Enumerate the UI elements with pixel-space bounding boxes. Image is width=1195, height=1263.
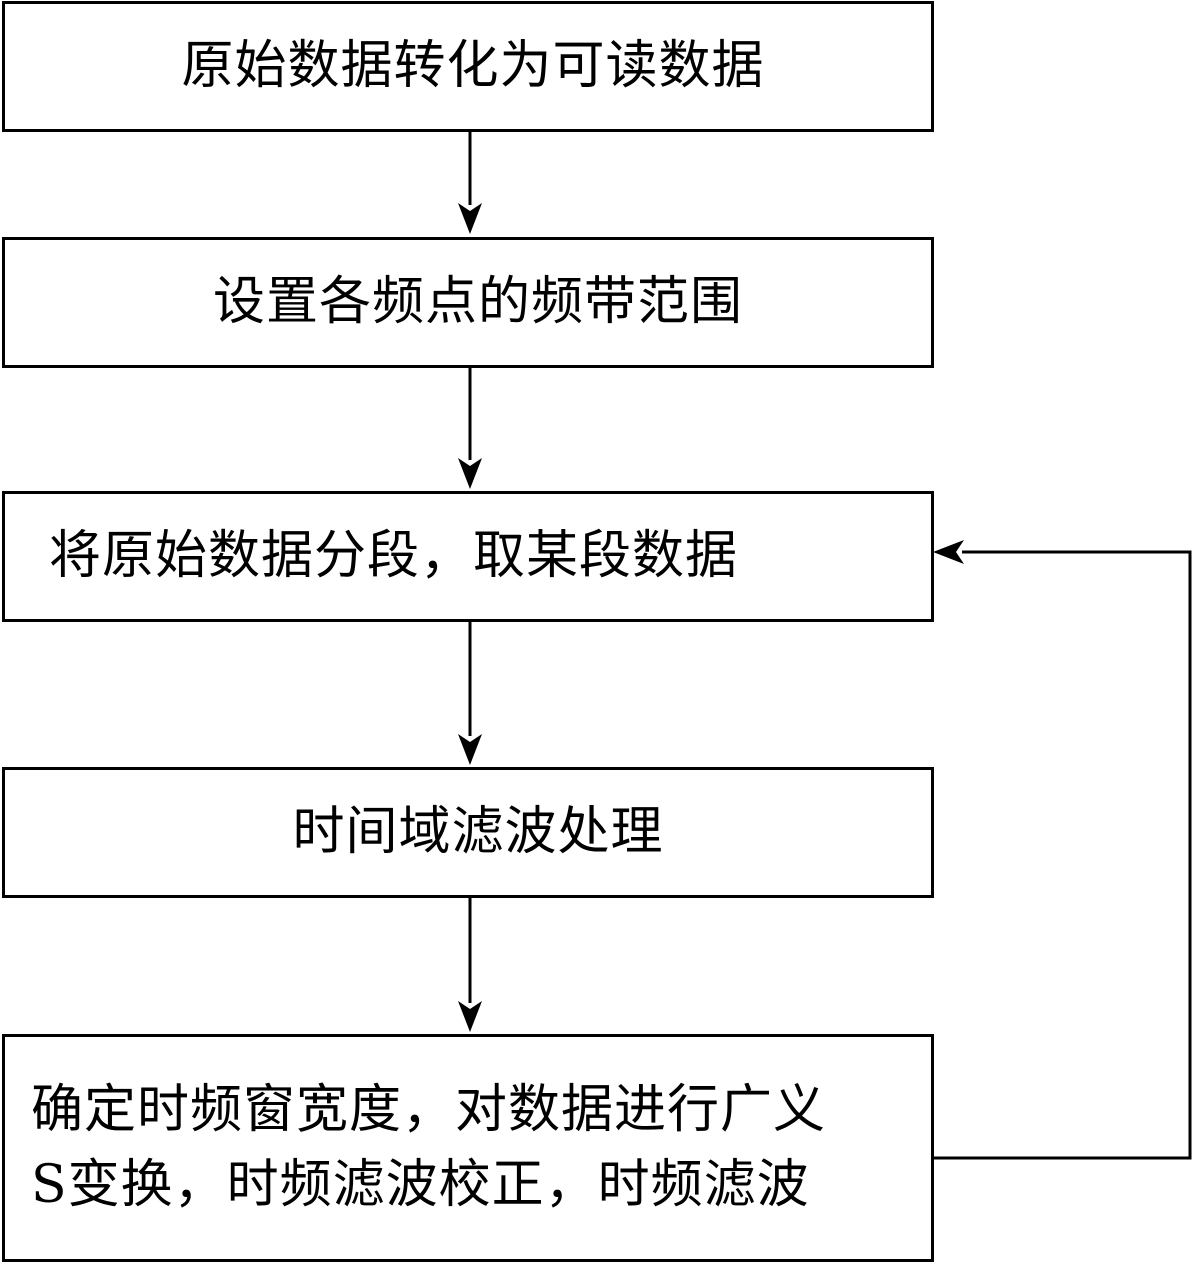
step-5-box: 确定时频窗宽度，对数据进行广义 S变换，时频滤波校正，时频滤波	[2, 1034, 934, 1262]
step-2-box: 设置各频点的频带范围	[2, 237, 934, 368]
step-1-label: 原始数据转化为可读数据	[181, 36, 765, 96]
step-4-label: 时间域滤波处理	[292, 802, 664, 862]
step-1-box: 原始数据转化为可读数据	[2, 1, 934, 132]
step-5-label: 确定时频窗宽度，对数据进行广义 S变换，时频滤波校正，时频滤波	[31, 1073, 911, 1224]
arrow-step3-to-step4	[458, 619, 482, 765]
loop-arrow-step5-to-step3	[931, 540, 1192, 1160]
step-2-label: 设置各频点的频带范围	[212, 272, 743, 332]
arrow-step1-to-step2	[458, 129, 482, 234]
step-3-box: 将原始数据分段，取某段数据	[2, 491, 934, 622]
step-4-box: 时间域滤波处理	[2, 767, 934, 898]
step-3-label: 将原始数据分段，取某段数据	[49, 526, 739, 586]
arrow-step4-to-step5	[458, 895, 482, 1032]
arrow-step2-to-step3	[458, 365, 482, 489]
step-5-label-line-2: S变换，时频滤波校正，时频滤波	[31, 1155, 810, 1215]
step-5-label-line-1: 确定时频窗宽度，对数据进行广义	[31, 1079, 827, 1140]
